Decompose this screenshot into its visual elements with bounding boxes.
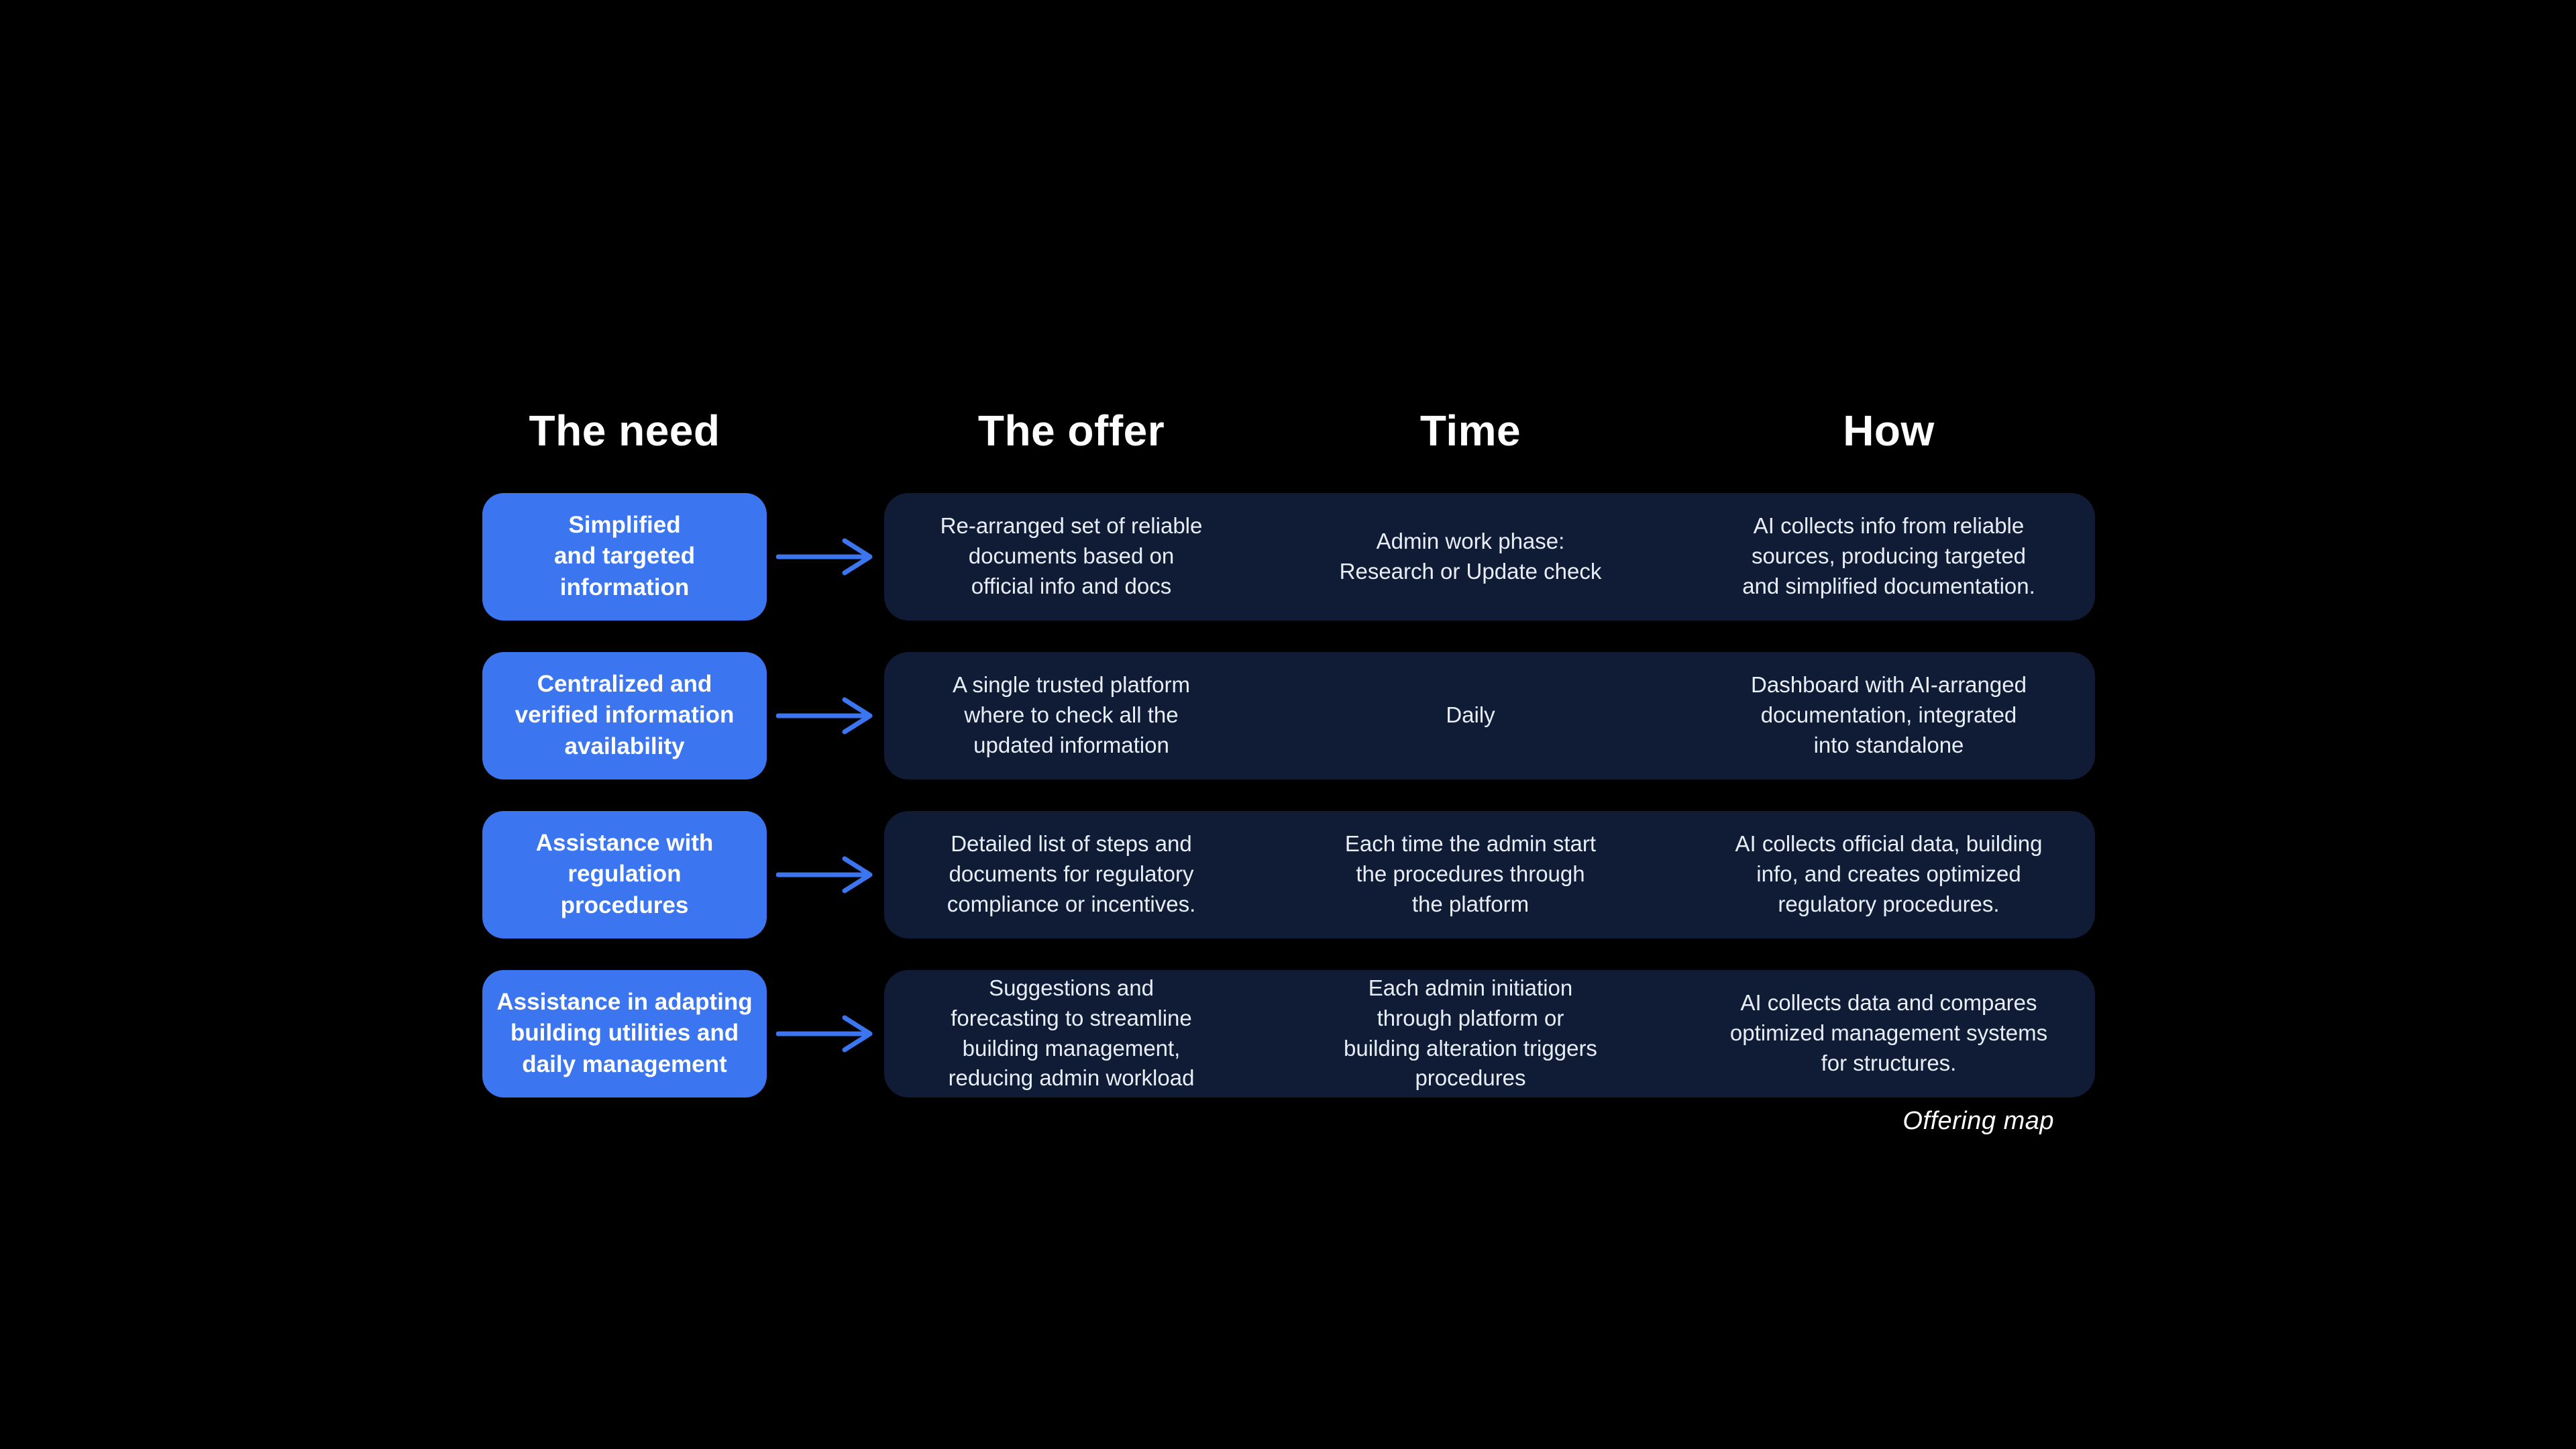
column-header-the-need: The need <box>529 407 720 455</box>
time-cell: Each time the admin start the procedures… <box>1344 831 1597 917</box>
time-cell: Daily <box>1446 702 1495 728</box>
column-header-the-offer: The offer <box>977 407 1165 455</box>
how-cell: AI collects data and compares optimized … <box>1729 990 2048 1076</box>
table-row: Assistance with regulation procedures De… <box>482 810 2095 938</box>
how-cell: AI collects info from reliable sources, … <box>1742 513 2035 599</box>
need-box: Assistance with regulation procedures <box>482 810 767 938</box>
offer-cell: A single trusted platform where to check… <box>952 672 1190 758</box>
column-header-time: Time <box>1419 407 1521 455</box>
how-cell: Dashboard with AI-arranged documentation… <box>1751 672 2027 758</box>
right-arrow-icon <box>775 697 872 735</box>
detail-row-panel: Re-arranged set of reliable documents ba… <box>884 492 2095 621</box>
arrow-zone <box>767 493 884 621</box>
column-headers: The need The offer Time How <box>482 407 2095 456</box>
column-header-how: How <box>1843 407 1935 455</box>
detail-row-panel: A single trusted platform where to check… <box>884 651 2095 780</box>
offer-cell: Detailed list of steps and documents for… <box>947 831 1196 917</box>
how-cell: AI collects official data, building info… <box>1735 831 2043 917</box>
arrow-zone <box>767 811 884 938</box>
detail-row-panel: Suggestions and forecasting to streamlin… <box>884 969 2095 1097</box>
offering-map-table: The need The offer Time How Simplified a… <box>482 407 2095 1129</box>
offer-cell: Re-arranged set of reliable documents ba… <box>940 513 1203 599</box>
arrow-zone <box>767 652 884 780</box>
right-arrow-icon <box>775 856 872 894</box>
table-row: Assistance in adapting building utilitie… <box>482 969 2095 1097</box>
table-row: Simplified and targeted information Re-a… <box>482 492 2095 621</box>
table-row: Centralized and verified information ava… <box>482 651 2095 780</box>
detail-row-panel: Detailed list of steps and documents for… <box>884 810 2095 938</box>
time-cell: Admin work phase: Research or Update che… <box>1339 528 1602 584</box>
need-box: Centralized and verified information ava… <box>482 651 767 780</box>
slide-caption: Offering map <box>1902 1107 2054 1135</box>
right-arrow-icon <box>775 538 872 576</box>
need-box: Assistance in adapting building utilitie… <box>482 969 767 1097</box>
offer-cell: Suggestions and forecasting to streamlin… <box>948 975 1195 1091</box>
time-cell: Each admin initiation through platform o… <box>1344 975 1597 1091</box>
need-box: Simplified and targeted information <box>482 492 767 621</box>
right-arrow-icon <box>775 1015 872 1053</box>
header-arrow-spacer <box>767 407 884 456</box>
arrow-zone <box>767 970 884 1097</box>
